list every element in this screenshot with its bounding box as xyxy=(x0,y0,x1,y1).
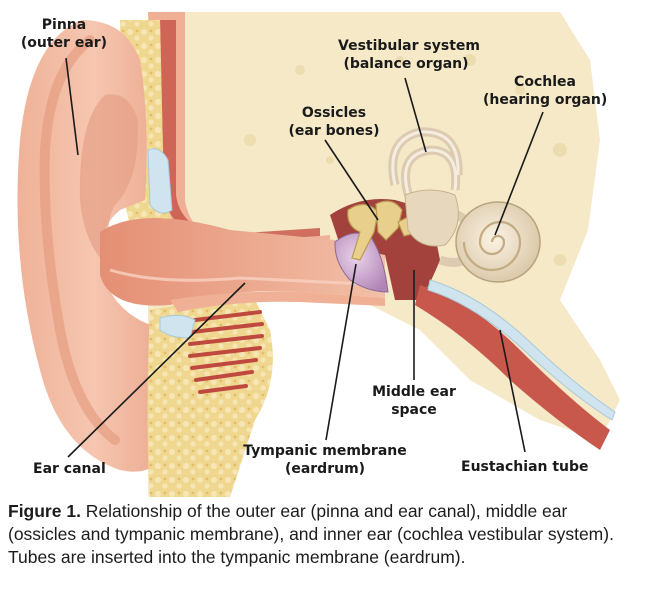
eustachian-leader xyxy=(499,329,526,453)
figure-caption: Figure 1. Relationship of the outer ear … xyxy=(8,500,640,569)
label-cochlea: Cochlea (hearing organ) xyxy=(483,74,608,108)
eustachian-tube-shape xyxy=(415,285,610,450)
ear-canal-leader xyxy=(67,282,246,458)
label-ear-canal: Ear canal xyxy=(33,461,106,477)
label-vestibular-system: Vestibular system (balance organ) xyxy=(338,38,480,72)
tympanic-leader xyxy=(325,263,357,441)
ear-canal-shape xyxy=(100,217,385,306)
label-tympanic-membrane: Tympanic membrane (eardrum) xyxy=(243,443,407,477)
cartilage-upper xyxy=(147,148,173,214)
caption-text: Relationship of the outer ear (pinna and… xyxy=(8,501,614,567)
ossicles-leader xyxy=(324,139,379,221)
pinna-concha xyxy=(79,94,139,276)
leader-lines xyxy=(65,57,544,458)
cochlea-leader xyxy=(494,111,544,236)
ear-illustration xyxy=(17,12,620,497)
label-ossicles: Ossicles (ear bones) xyxy=(288,105,380,139)
pinna-leader xyxy=(65,57,79,156)
ear-anatomy-diagram: Pinna (outer ear) Vestibular system (bal… xyxy=(17,12,620,497)
figure-label: Figure 1. xyxy=(8,501,81,521)
pinna-helix-fold xyxy=(39,35,120,445)
vestibular-leader xyxy=(404,77,427,153)
label-middle-ear-space: Middle ear space xyxy=(372,384,456,418)
skin-layer-lower xyxy=(170,291,385,312)
eustachian-tube-cartilage xyxy=(427,279,616,421)
vestibule xyxy=(404,189,459,247)
label-pinna: Pinna (outer ear) xyxy=(20,17,108,51)
cochlea-shape xyxy=(455,201,541,283)
ear-canal-highlight xyxy=(109,268,386,287)
label-eustachian-tube: Eustachian tube xyxy=(461,459,589,475)
bone-texture xyxy=(244,54,567,266)
muscle-fibers-lower xyxy=(188,310,264,394)
